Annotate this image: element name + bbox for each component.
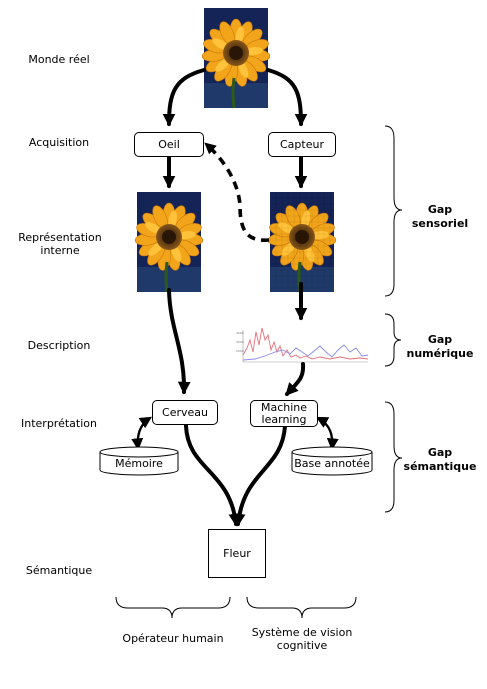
node-flower: Fleur: [208, 529, 266, 578]
description-plot: 4000 3000 2000: [236, 327, 369, 363]
svg-text:2000: 2000: [236, 349, 244, 353]
row-label-representation: Représentation interne: [18, 231, 102, 257]
arrow-ml-base: [315, 416, 339, 451]
sunflower-image-eye-representation: [133, 190, 205, 294]
brace-numeric: [384, 313, 402, 367]
node-machine-learning: Machine learning: [250, 400, 318, 427]
arrow-representation-to-brain: [167, 288, 191, 395]
brace-semantic: [384, 401, 403, 513]
row-label-real-world: Monde réel: [28, 53, 90, 66]
svg-text:4000: 4000: [236, 331, 244, 335]
row-label-description: Description: [27, 339, 91, 352]
plot-red-curve: [242, 327, 369, 360]
brace-sensory: [384, 125, 403, 297]
row-label-semantic: Sémantique: [25, 564, 93, 577]
node-sensor: Capteur: [268, 132, 336, 157]
arrow-brain-memory: [131, 416, 153, 451]
brace-cognitive: [246, 596, 357, 619]
bottom-label-cognitive-system: Système de vision cognitive: [251, 626, 353, 652]
plot-blue-curve: [242, 344, 369, 361]
arrow-ml-to-flower: [232, 424, 287, 527]
node-eye: Oeil: [134, 132, 204, 157]
gap-sensory-label: Gap sensoriel: [411, 203, 469, 230]
row-label-interpretation: Interprétation: [21, 417, 97, 430]
node-brain: Cerveau: [152, 400, 218, 425]
brace-human: [115, 596, 231, 619]
arrow-plot-to-ml: [285, 362, 306, 396]
node-memory: Mémoire: [115, 457, 163, 470]
arrow-dashed-sensor-to-eye: [204, 142, 270, 242]
row-label-acquisition: Acquisition: [28, 136, 90, 149]
svg-text:3000: 3000: [236, 340, 244, 344]
memory-cylinder: [99, 446, 179, 476]
sunflower-image-sensor-pixelated: [266, 190, 338, 294]
bottom-label-human-operator: Opérateur humain: [122, 632, 224, 645]
arrow-world-to-eye: [162, 68, 206, 127]
arrow-world-to-sensor: [266, 68, 308, 127]
gap-semantic-label: Gap sémantique: [403, 446, 477, 473]
arrow-brain-to-flower: [184, 424, 242, 527]
sunflower-image-real-world: [200, 6, 272, 110]
node-annotated-base: Base annotée: [294, 457, 370, 470]
gap-numeric-label: Gap numérique: [406, 333, 474, 360]
annotated-base-cylinder: [291, 446, 373, 476]
